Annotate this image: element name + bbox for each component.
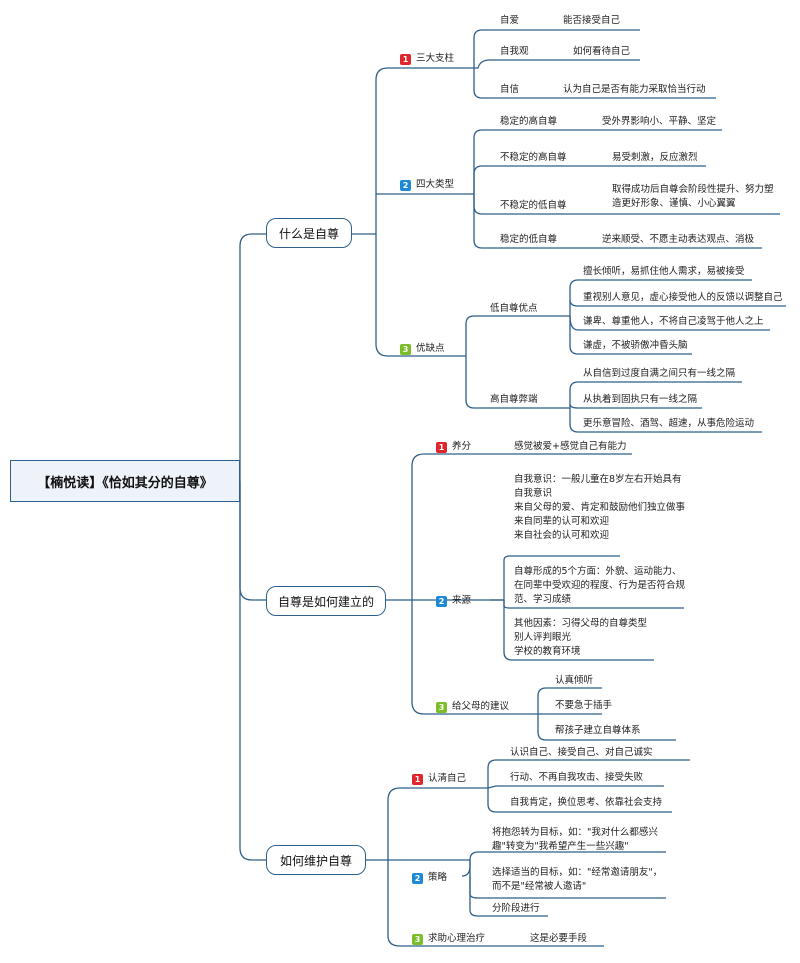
advice-item[interactable]: 不要急于插手 (555, 700, 613, 711)
subtopic-sources[interactable]: 2 来源 (436, 594, 471, 609)
subtopic-parent-advice[interactable]: 3 给父母的建议 (436, 700, 509, 715)
nutrients-desc[interactable]: 感觉被爱+感觉自己有能力 (514, 441, 627, 452)
root-topic[interactable]: 【楠悦读】《恰如其分的自尊》 (10, 460, 240, 502)
subtopic-three-pillars[interactable]: 1 三大支柱 (400, 52, 454, 67)
number-badge: 3 (412, 933, 423, 945)
source-block[interactable]: 自尊形成的5个方面：外貌、运动能力、在同辈中受欢迎的程度、行为是否符合规范、学习… (514, 566, 686, 605)
source-block[interactable]: 自我意识：一般儿童在8岁左右开始具有自我意识 来自父母的爱、肯定和鼓励他们独立做… (514, 474, 686, 541)
number-badge: 3 (436, 701, 447, 713)
subtopic-label: 策略 (428, 872, 448, 883)
subtopic-four-types[interactable]: 2 四大类型 (400, 178, 454, 193)
subtopic-therapy[interactable]: 3 求助心理治疗 (412, 932, 485, 947)
know-item[interactable]: 行动、不再自我攻击、接受失败 (510, 772, 644, 783)
subtopic-label: 优缺点 (416, 343, 445, 354)
pro-item[interactable]: 重视别人意见，虚心接受他人的反馈以调整自己 (583, 292, 783, 303)
subtopic-know-yourself[interactable]: 1 认清自己 (412, 772, 466, 787)
type-label[interactable]: 稳定的低自尊 (500, 234, 558, 245)
subtopic-label: 求助心理治疗 (428, 933, 486, 944)
con-item[interactable]: 从执着到固执只有一线之隔 (583, 394, 698, 405)
strategy-item[interactable]: 分阶段进行 (492, 903, 540, 914)
strategy-item[interactable]: 将抱怨转为目标，如："我对什么都感兴趣"转变为"我希望产生一些兴趣" (492, 827, 658, 852)
number-badge: 1 (436, 441, 447, 453)
type-label[interactable]: 不稳定的高自尊 (500, 152, 567, 163)
subtopic-label: 来源 (452, 595, 472, 606)
pillar-label[interactable]: 自我观 (500, 46, 529, 57)
type-label[interactable]: 不稳定的低自尊 (500, 200, 567, 211)
type-label[interactable]: 稳定的高自尊 (500, 116, 558, 127)
number-badge: 2 (436, 595, 447, 607)
pillar-label[interactable]: 自爱 (500, 15, 520, 26)
advice-item[interactable]: 帮孩子建立自尊体系 (555, 725, 641, 736)
section-what-is-self-esteem[interactable]: 什么是自尊 (266, 218, 352, 248)
number-badge: 3 (400, 343, 411, 355)
subtopic-label: 三大支柱 (416, 53, 455, 64)
group-label-low-pros[interactable]: 低自尊优点 (490, 303, 538, 314)
type-desc[interactable]: 逆来顺受、不愿主动表达观点、消极 (602, 234, 755, 245)
pillar-desc[interactable]: 认为自己是否有能力采取恰当行动 (563, 84, 706, 95)
type-desc[interactable]: 易受刺激，反应激烈 (612, 152, 698, 163)
number-badge: 2 (400, 179, 411, 191)
pro-item[interactable]: 擅长倾听，易抓住他人需求，易被接受 (583, 266, 745, 277)
type-desc[interactable]: 受外界影响小、平静、坚定 (602, 116, 717, 127)
pro-item[interactable]: 谦卑、尊重他人，不将自己凌驾于他人之上 (583, 316, 764, 327)
know-item[interactable]: 认识自己、接受自己、对自己诚实 (510, 747, 653, 758)
subtopic-label: 四大类型 (416, 179, 455, 190)
number-badge: 1 (412, 773, 423, 785)
know-item[interactable]: 自我肯定，换位思考、依靠社会支持 (510, 797, 663, 808)
strategy-item[interactable]: 选择适当的目标，如："经常邀请朋友"，而不是"经常被人邀请" (492, 867, 663, 892)
pro-item[interactable]: 谦虚，不被骄傲冲昏头脑 (583, 340, 688, 351)
subtopic-pros-cons[interactable]: 3 优缺点 (400, 342, 445, 357)
pillar-desc[interactable]: 如何看待自己 (573, 46, 631, 57)
con-item[interactable]: 从自信到过度自满之间只有一线之隔 (583, 368, 736, 379)
number-badge: 2 (412, 872, 423, 884)
section-how-maintain[interactable]: 如何维护自尊 (266, 845, 366, 875)
group-label-high-cons[interactable]: 高自尊弊端 (490, 394, 538, 405)
section-how-built[interactable]: 自尊是如何建立的 (266, 586, 386, 616)
therapy-desc[interactable]: 这是必要手段 (530, 933, 588, 944)
type-desc[interactable]: 取得成功后自尊会阶段性提升、努力塑造更好形象、谨慎、小心翼翼 (612, 184, 774, 209)
subtopic-strategy[interactable]: 2 策略 (412, 871, 447, 886)
con-item[interactable]: 更乐意冒险、酒驾、超速，从事危险运动 (583, 418, 755, 429)
advice-item[interactable]: 认真倾听 (555, 675, 594, 686)
subtopic-label: 养分 (452, 441, 472, 452)
source-block[interactable]: 其他因素：习得父母的自尊类型 别人评判眼光 学校的教育环境 (514, 618, 648, 657)
number-badge: 1 (400, 53, 411, 65)
pillar-label[interactable]: 自信 (500, 84, 520, 95)
subtopic-label: 给父母的建议 (452, 701, 510, 712)
pillar-desc[interactable]: 能否接受自己 (563, 15, 621, 26)
subtopic-nutrients[interactable]: 1 养分 (436, 440, 471, 455)
subtopic-label: 认清自己 (428, 773, 467, 784)
